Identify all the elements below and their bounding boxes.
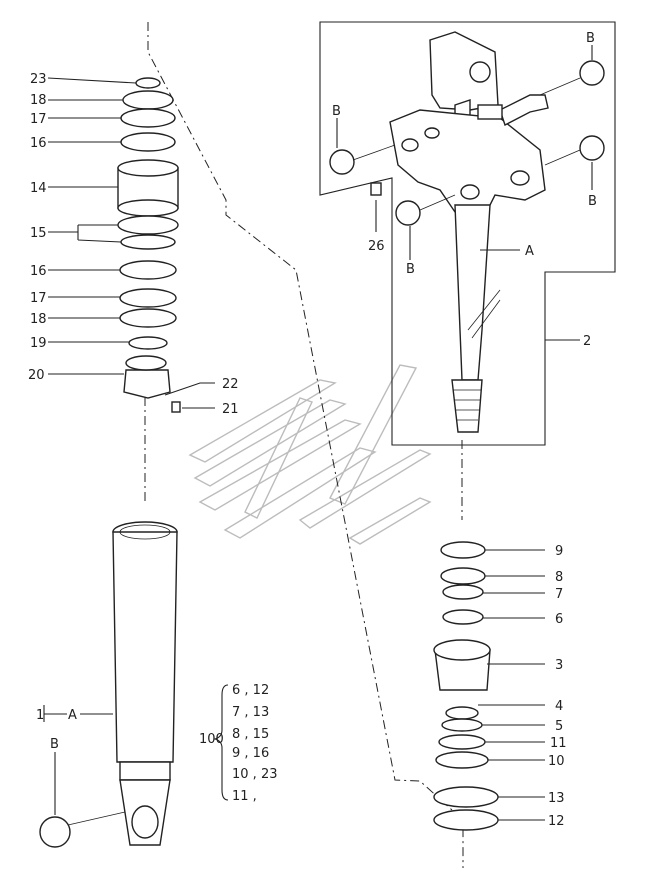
group-box-2 [319, 21, 616, 446]
kit-row-5: 10 , 23 [232, 767, 277, 782]
kit-row-2: 7 , 13 [232, 705, 269, 720]
label-6: 6 [555, 612, 563, 627]
label-18-top: 18 [30, 93, 47, 108]
label-a-right: A [525, 244, 534, 259]
label-9: 9 [555, 544, 563, 559]
label-20: 20 [28, 368, 45, 383]
label-b-left: B [50, 737, 59, 752]
label-7: 7 [555, 587, 563, 602]
label-26: 26 [368, 239, 385, 254]
label-19: 19 [30, 336, 47, 351]
watermark-logo [188, 364, 432, 545]
label-3: 3 [555, 658, 563, 673]
label-b1: B [586, 31, 595, 46]
label-21: 21 [222, 402, 239, 417]
label-16-bottom: 16 [30, 264, 47, 279]
leader-lines [43, 45, 593, 821]
kit-row-4: 9 , 16 [232, 746, 269, 761]
label-17-bottom: 17 [30, 291, 47, 306]
label-5: 5 [555, 719, 563, 734]
label-4: 4 [555, 699, 563, 714]
knuckle-assembly [370, 31, 549, 433]
label-8: 8 [555, 570, 563, 585]
label-14: 14 [30, 181, 47, 196]
kit-row-1: 6 , 12 [232, 683, 269, 698]
kit-row-6: 11 , [232, 789, 257, 804]
label-1: 1 [36, 708, 44, 723]
label-2: 2 [583, 334, 591, 349]
bushings-b [329, 60, 605, 226]
label-b4: B [406, 262, 415, 277]
label-12: 12 [548, 814, 565, 829]
label-18-bottom: 18 [30, 312, 47, 327]
label-11: 11 [550, 736, 567, 751]
label-10: 10 [548, 754, 565, 769]
kit-number: 100 [199, 732, 224, 747]
cylinder-tube [39, 521, 178, 848]
label-23: 23 [30, 72, 47, 87]
label-13: 13 [548, 791, 565, 806]
right-parts-stack [433, 541, 499, 831]
label-b2: B [332, 104, 341, 119]
part-labels: 23 18 17 16 14 15 16 17 18 19 20 22 21 2… [28, 31, 597, 829]
label-b3: B [588, 194, 597, 209]
label-22: 22 [222, 377, 239, 392]
left-parts-stack [117, 77, 181, 413]
kit-row-3: 8 , 15 [232, 727, 269, 742]
kit-list: 100 6 , 12 7 , 13 8 , 15 9 , 16 10 , 23 … [199, 683, 277, 804]
label-16-top: 16 [30, 136, 47, 151]
label-a-left: A [68, 708, 77, 723]
label-15: 15 [30, 226, 47, 241]
label-17-top: 17 [30, 112, 47, 127]
center-lines [144, 22, 464, 868]
kit-brace [213, 684, 229, 801]
